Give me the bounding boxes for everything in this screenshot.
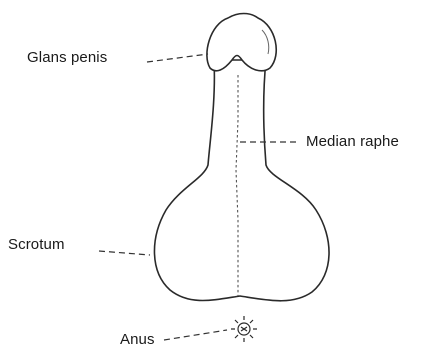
median-raphe-label: Median raphe: [306, 133, 399, 150]
scrotum-label: Scrotum: [8, 236, 65, 253]
anus-leader-line: [164, 330, 227, 340]
anus-label: Anus: [120, 331, 155, 348]
anus-symbol: [231, 316, 257, 342]
glans-leader-line: [147, 54, 208, 62]
shaft-scrotum-outline: [154, 60, 329, 301]
glans-penis-label: Glans penis: [27, 49, 107, 66]
scrotum-leader-line: [99, 251, 150, 255]
